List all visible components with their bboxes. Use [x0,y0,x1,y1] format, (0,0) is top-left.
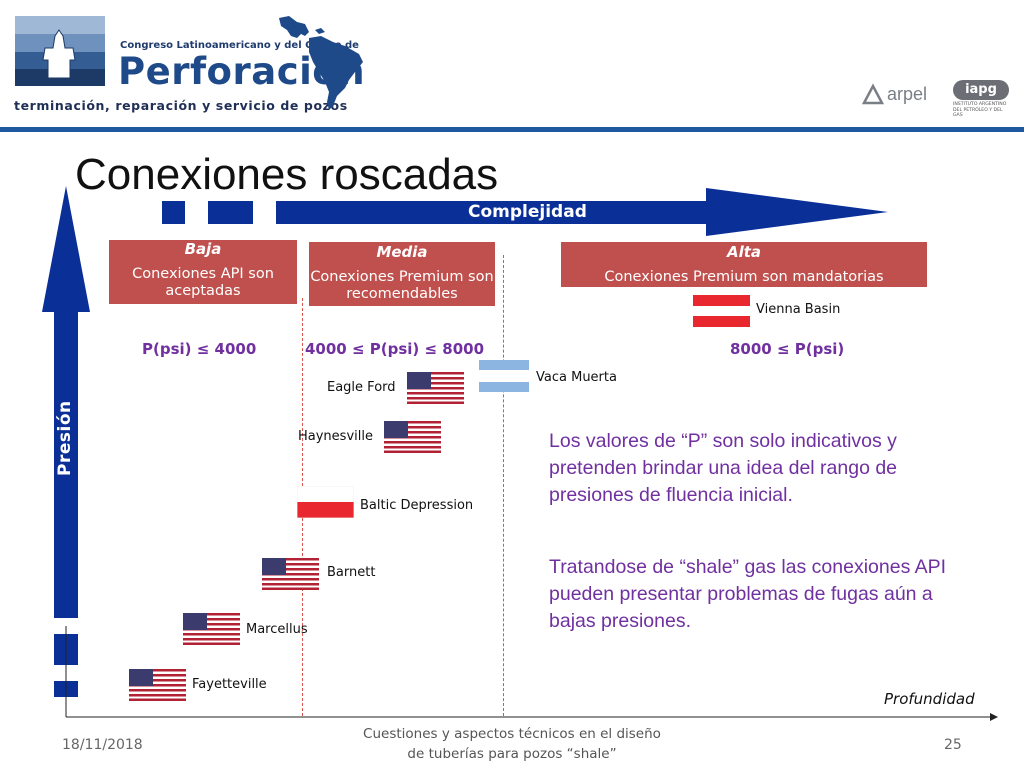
iapg-sub-line-2: DEL PETRÓLEO Y DEL GAS [953,107,1003,119]
complexity-label: Complejidad [468,202,587,222]
footer-caption-line-1: Cuestiones y aspectos técnicos en el dis… [363,726,661,742]
usa-flag-icon [262,558,319,590]
iapg-logo-icon: iapg INSTITUTO ARGENTINO DEL PETRÓLEO Y … [953,80,1011,119]
complexity-arrow [276,188,888,236]
category-baja-body: Conexiones API son aceptadas [132,266,274,299]
iapg-logo-text: iapg [953,80,1009,100]
x-axis-arrowhead [990,713,998,721]
pressure-range-media: 4000 ≤ P(psi) ≤ 8000 [305,340,485,358]
congress-line: Congreso Latinoamericano y del Caribe de [120,40,359,51]
pressure-axis-label: Presión [55,400,75,476]
footer-caption-line-2: de tuberías para pozos “shale” [407,746,617,762]
category-alta-body: Conexiones Premium son mandatorias [604,269,884,285]
complexity-dash-2 [208,201,253,224]
note-indicative-values: Los valores de “P” son solo indicativos … [549,430,898,506]
category-media-body: Conexiones Premium son recomendables [310,269,494,302]
congress-logo-icon [15,16,105,86]
usa-flag-icon [407,372,464,404]
footer-date: 18/11/2018 [62,737,143,753]
basin-vaca-muerta: Vaca Muerta [536,370,617,385]
basin-baltic: Baltic Depression [360,498,474,513]
basin-haynesville: Haynesville [298,429,373,444]
depth-axis-label: Profundidad [884,690,975,708]
brand-tagline: terminación, reparación y servicio de po… [14,98,348,113]
header-rule [0,127,1024,132]
basin-eagle-ford: Eagle Ford [327,380,396,395]
usa-flag-icon [183,613,240,645]
argentina-flag-icon [479,360,529,392]
basin-barnett: Barnett [327,565,376,580]
category-media: Media Conexiones Premium son recomendabl… [309,242,495,306]
pressure-range-baja: P(psi) ≤ 4000 [142,340,257,358]
arpel-logo-icon: arpel [862,80,927,108]
category-baja-heading: Baja [184,240,222,258]
iapg-sub-line-1: INSTITUTO ARGENTINO [953,102,1007,107]
note-shale-gas: Tratandose de “shale” gas las conexiones… [549,556,947,632]
page-number: 25 [944,737,962,753]
usa-flag-icon [384,421,441,453]
category-alta: Alta Conexiones Premium son mandatorias [561,242,927,287]
category-media-heading: Media [376,243,428,261]
pressure-range-alta: 8000 ≤ P(psi) [730,340,845,358]
basin-fayetteville: Fayetteville [192,677,267,692]
separator-media-alta [503,255,504,716]
category-alta-heading: Alta [726,243,762,261]
latin-america-map-icon [279,16,363,110]
austria-flag-icon [693,295,750,327]
pressure-arrow [42,186,90,618]
usa-flag-icon [129,669,186,701]
footer-caption: Cuestiones y aspectos técnicos en el dis… [360,724,664,764]
basin-marcellus: Marcellus [246,622,308,637]
complexity-dash-1 [162,201,185,224]
slide-title: Conexiones roscadas [75,150,499,199]
basin-vienna: Vienna Basin [756,302,841,317]
arpel-logo-text: arpel [887,83,928,104]
poland-flag-icon [297,486,354,518]
category-baja: Baja Conexiones API son aceptadas [109,240,297,304]
